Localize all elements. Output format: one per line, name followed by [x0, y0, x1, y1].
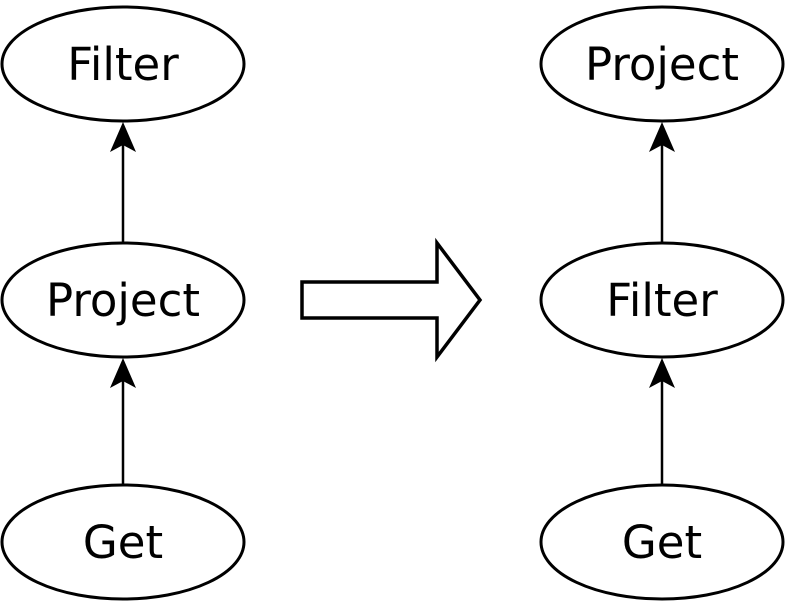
node-label: Filter: [67, 38, 179, 91]
node-ellipse: [539, 483, 785, 601]
up-arrowhead-icon: [110, 122, 136, 152]
edge-get-to-filter-right: [649, 358, 675, 485]
right-tree: Project Filter Get: [539, 5, 785, 601]
node-label: Project: [46, 274, 200, 327]
node-ellipse: [0, 483, 246, 601]
node-label: Get: [622, 516, 702, 569]
node-ellipse: [0, 5, 246, 123]
node-project-left: Project: [0, 241, 246, 359]
transform-arrow: [300, 237, 483, 363]
edge-project-to-filter-left: [110, 122, 136, 243]
node-label: Project: [585, 38, 739, 91]
left-tree: Filter Project Get: [0, 5, 246, 601]
node-get-right: Get: [539, 483, 785, 601]
up-arrowhead-icon: [649, 358, 675, 388]
node-ellipse: [539, 241, 785, 359]
edge-filter-to-project-right: [649, 122, 675, 243]
up-arrowhead-icon: [110, 358, 136, 388]
up-arrowhead-icon: [649, 122, 675, 152]
node-ellipse: [0, 241, 246, 359]
right-block-arrow-icon: [300, 237, 483, 363]
node-filter-left: Filter: [0, 5, 246, 123]
node-ellipse: [539, 5, 785, 123]
node-label: Get: [83, 516, 163, 569]
node-project-right: Project: [539, 5, 785, 123]
node-label: Filter: [606, 274, 718, 327]
node-filter-right: Filter: [539, 241, 785, 359]
node-get-left: Get: [0, 483, 246, 601]
edge-get-to-project-left: [110, 358, 136, 485]
